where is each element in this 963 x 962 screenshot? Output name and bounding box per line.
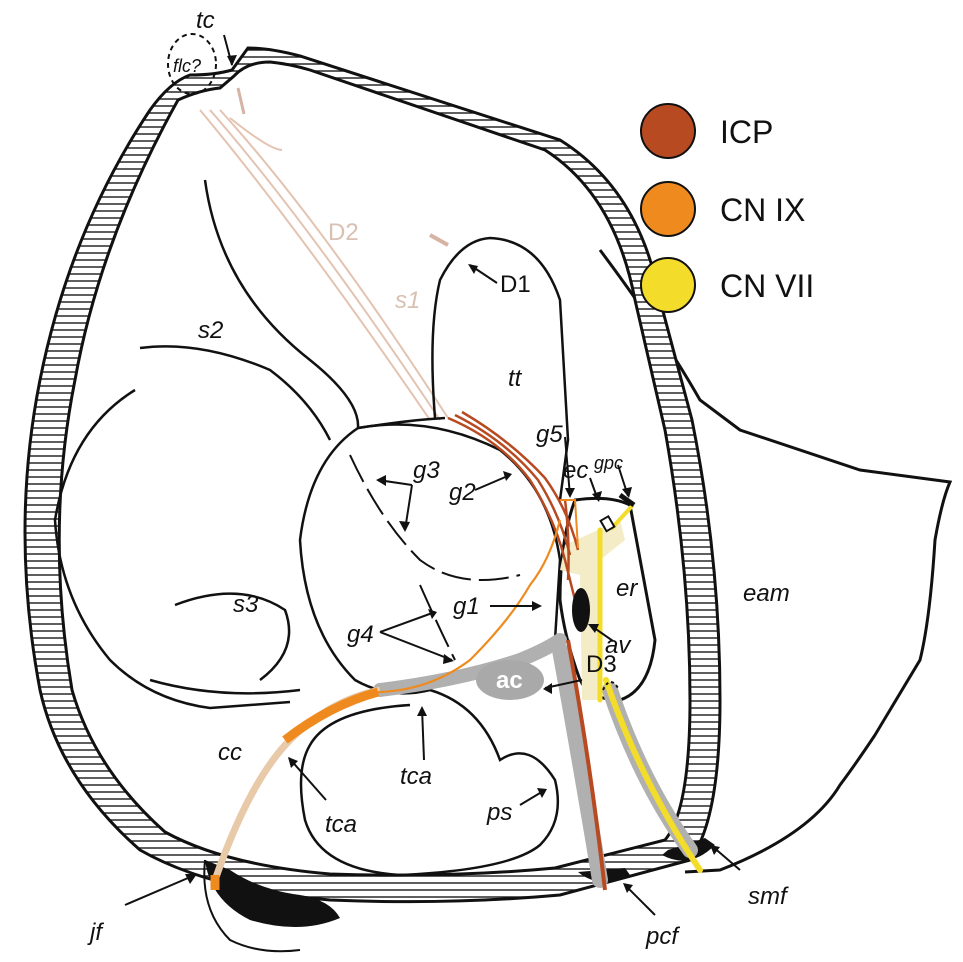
label-er: er bbox=[616, 575, 638, 602]
legend-swatch-icp bbox=[641, 104, 695, 158]
cn-ix-light-path bbox=[215, 690, 380, 880]
label-g5: g5 bbox=[536, 421, 563, 448]
label-s2: s2 bbox=[198, 317, 223, 344]
label-g4: g4 bbox=[347, 621, 374, 648]
legend-swatch-cn-vii bbox=[641, 258, 695, 312]
label-jf: jf bbox=[87, 919, 104, 946]
label-d1: D1 bbox=[500, 271, 531, 298]
label-ps: ps bbox=[486, 799, 512, 826]
label-tca-left: tca bbox=[325, 811, 357, 838]
label-eam: eam bbox=[743, 580, 790, 607]
faint-arrow-tc bbox=[238, 88, 244, 114]
label-tca-center: tca bbox=[400, 763, 432, 790]
legend-swatch-cn-ix bbox=[641, 182, 695, 236]
legend-label-icp: ICP bbox=[720, 114, 773, 150]
label-s1: s1 bbox=[395, 287, 420, 314]
internal-outlines bbox=[55, 180, 568, 875]
label-ac: ac bbox=[496, 667, 523, 694]
faint-arrow-s1 bbox=[430, 235, 448, 245]
label-pcf: pcf bbox=[645, 923, 680, 950]
label-gpc: gpc bbox=[594, 453, 623, 473]
legend: ICP CN IX CN VII bbox=[641, 104, 814, 312]
label-d2: D2 bbox=[328, 219, 359, 246]
g3-sutures bbox=[350, 455, 520, 660]
label-flc: flc? bbox=[173, 56, 201, 76]
label-g1: g1 bbox=[453, 593, 480, 620]
label-d3: D3 bbox=[586, 651, 617, 678]
label-g2: g2 bbox=[449, 479, 476, 506]
label-tc: tc bbox=[196, 7, 215, 34]
legend-label-cn-ix: CN IX bbox=[720, 192, 805, 228]
label-g3: g3 bbox=[413, 457, 440, 484]
label-ec: ec bbox=[563, 457, 588, 484]
label-tt: tt bbox=[508, 365, 523, 392]
skull-wall bbox=[25, 48, 720, 902]
label-s3: s3 bbox=[233, 591, 259, 618]
legend-label-cn-vii: CN VII bbox=[720, 268, 814, 304]
label-smf: smf bbox=[748, 883, 789, 910]
av-oval bbox=[572, 588, 590, 632]
label-cc: cc bbox=[218, 739, 242, 766]
